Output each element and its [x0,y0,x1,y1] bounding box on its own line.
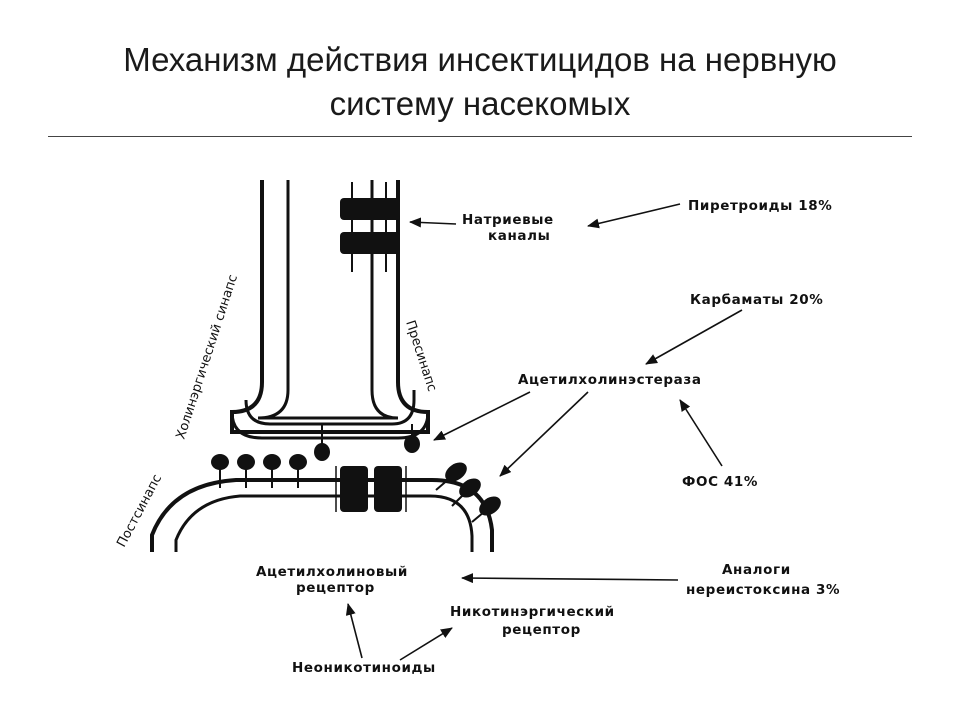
postsynapse-inner-membrane [174,494,474,552]
acetylcholinesterase-label: Ацетилхолинэстераза [518,372,702,388]
ach-receptor-label-2: рецептор [296,580,375,596]
arrow-fos-to-ache [679,399,723,467]
presynapse-label: Пресинапс [402,319,439,394]
title-line-2: систему насекомых [329,85,631,122]
neonicotinoids-label: Неоникотиноиды [292,660,436,676]
ach-receptor-channel [335,466,407,512]
arrow-sodium-to-channels [409,217,457,228]
nereistoxin-label-1: Аналоги [722,562,791,578]
ach-receptor-label-1: Ацетилхолиновый [256,564,408,580]
slide-title: Механизм действия инсектицидов на нервну… [0,38,960,126]
arrow-neonicotinoids-to-nicotinergic [399,627,453,661]
pyrethroids-label: Пиретроиды 18% [688,198,832,214]
title-divider [48,136,912,137]
presynapse-inner-membrane [257,180,399,420]
sodium-channels-label-1: Натриевые [462,212,554,228]
presynapse-terminal-outer [230,411,430,440]
postsynapse-label: Постсинапс [114,472,165,550]
arrow-nereistoxin-to-receptor [461,573,679,584]
arrows [345,203,743,661]
arrow-pyrethroids-to-sodium [587,203,681,229]
sodium-channels [340,182,400,272]
sodium-channels-label-2: каналы [488,228,550,244]
presynapse-outer-membrane [230,180,430,434]
arrow-carbamates-to-ache [645,309,743,365]
acetylcholinesterase-enzymes [435,462,501,523]
title-line-1: Механизм действия инсектицидов на нервну… [123,41,837,78]
nicotinergic-receptor-label-1: Никотинэргический [450,604,615,620]
presynaptic-vesicles [314,424,420,461]
arrow-ache-to-vesicle [433,391,531,441]
nereistoxin-label-2: нереистоксина 3% [686,582,840,598]
presynapse-terminal-inner [244,390,416,426]
carbamates-label: Карбаматы 20% [690,292,823,308]
nicotinergic-receptor-label-2: рецептор [502,622,581,638]
postsynaptic-receptors [211,454,307,488]
fos-label: ФОС 41% [682,474,758,490]
arrow-ache-to-enzymes [499,391,589,477]
arrow-neonicotinoids-to-receptor [345,603,363,659]
postsynapse-outer-membrane [150,478,494,552]
